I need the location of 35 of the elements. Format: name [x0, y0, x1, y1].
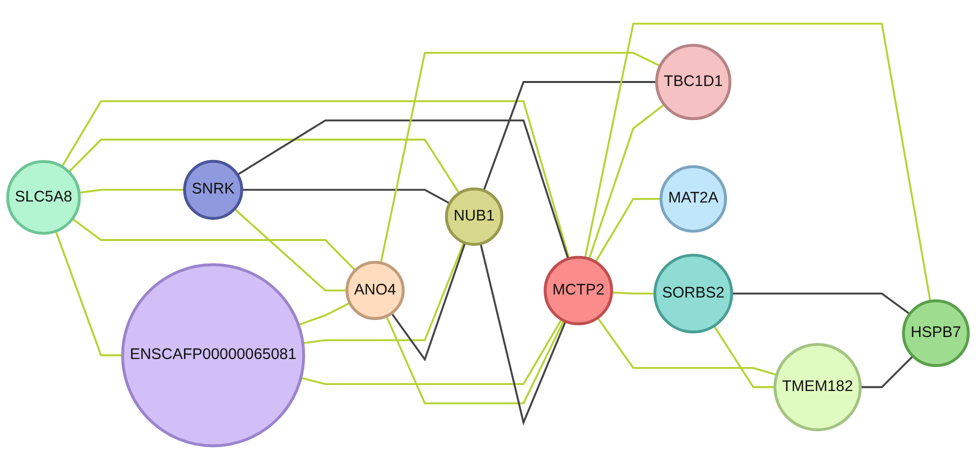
connector [713, 325, 775, 388]
connector [860, 355, 914, 388]
connector [298, 302, 350, 326]
connector [482, 80, 657, 191]
node-circle: NUB1 [445, 187, 504, 246]
connector [72, 218, 356, 271]
node-circle: MAT2A [660, 164, 727, 232]
connector [242, 188, 450, 204]
node-circle: MCTP2 [544, 256, 614, 326]
connector [386, 316, 565, 404]
connector [594, 198, 662, 262]
connector [380, 52, 661, 263]
connector [300, 318, 562, 385]
node-circle: SNRK [183, 160, 244, 220]
node-circle: HSPB7 [902, 299, 970, 367]
connector [390, 242, 466, 362]
connector [234, 208, 347, 292]
node-circle: TBC1D1 [655, 44, 732, 120]
connector [584, 22, 932, 302]
node-circle: SLC5A8 [6, 160, 81, 234]
connector [612, 291, 655, 294]
connector [732, 292, 910, 315]
connector [596, 316, 777, 376]
connector [78, 188, 185, 194]
connector [236, 119, 570, 259]
connector [302, 242, 465, 344]
node-circle: TMEM182 [773, 342, 862, 432]
connector [480, 243, 566, 426]
connector [61, 100, 570, 259]
node-circle: ENSCAFP00000065081 [121, 263, 306, 447]
connector [68, 138, 460, 194]
node-circle: SORBS2 [653, 254, 734, 334]
node-circle: ANO4 [345, 260, 405, 320]
connector [588, 103, 665, 260]
connector [54, 230, 123, 356]
